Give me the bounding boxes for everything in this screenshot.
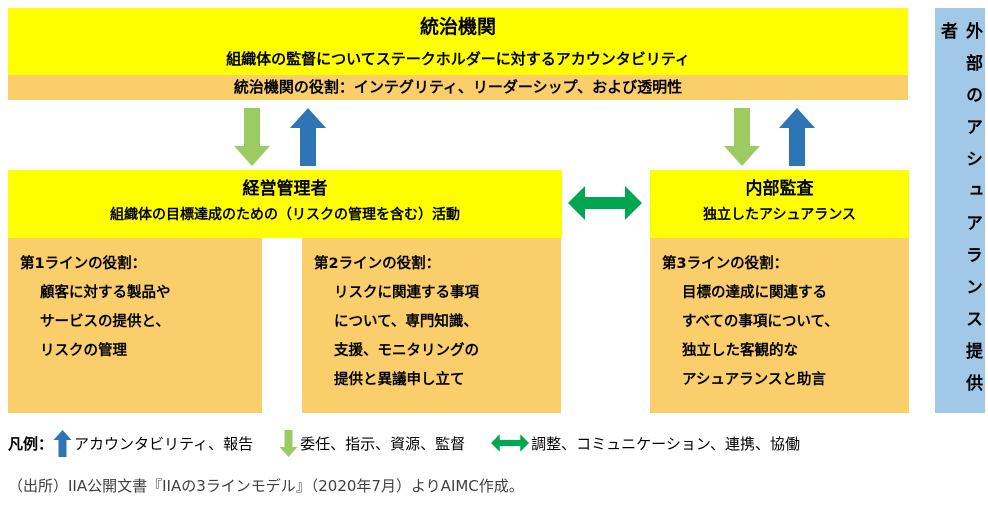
double-arrow-icon [491, 434, 530, 452]
management-box: 経営管理者 組織体の目標達成のための（リスクの管理を含む）活動 [8, 170, 562, 238]
second-line-text: 提供と異議申し立て [334, 372, 465, 388]
legend-item-text: 委任、指示、資源、監督 [300, 434, 466, 453]
up-arrow-icon [779, 108, 815, 166]
legend-label: 凡例： [8, 434, 54, 453]
external-assurance-strip: 外部のアシュアランス提供者 [935, 8, 985, 413]
legend-item-delegation: 委任、指示、資源、監督 [279, 429, 466, 457]
first-line-title: 第1ラインの役割： [20, 256, 147, 272]
legend-item-text: アカウンタビリティ、報告 [74, 434, 254, 453]
third-line-text: アシュアランスと助言 [682, 372, 826, 388]
first-line-text: 顧客に対する製品や [40, 285, 171, 301]
double-arrow-icon [568, 186, 642, 220]
third-line-text: 目標の達成に関連する [682, 285, 827, 301]
legend-item-text: 調整、コミュニケーション、連携、協働 [531, 434, 800, 453]
second-line-box: 第2ラインの役割： リスクに関連する事項 について、専門知識、 支援、モニタリン… [302, 238, 561, 413]
first-line-text: リスクの管理 [40, 343, 127, 359]
governing-body-role-bar: 統治機関の役割：インテグリティ、リーダーシップ、および透明性 [8, 75, 908, 100]
source-note: （出所）IIA公開文書『IIAの3ラインモデル』（2020年7月）よりAIMC作… [8, 477, 524, 495]
down-arrow-icon [279, 429, 298, 457]
legend-item-coordination: 調整、コミュニケーション、連携、協働 [491, 432, 800, 454]
governing-body-subtitle: 組織体の監督についてステークホルダーに対するアカウンタビリティ [226, 50, 690, 68]
second-line-text: リスクに関連する事項 [334, 285, 479, 301]
third-line-text: 独立した客観的な [682, 343, 798, 359]
second-line-title: 第2ラインの役割： [314, 256, 441, 272]
governing-body-box: 統治機関 組織体の監督についてステークホルダーに対するアカウンタビリティ 統治機… [8, 8, 908, 100]
management-subtitle: 組織体の目標達成のための（リスクの管理を含む）活動 [110, 207, 460, 223]
management-title: 経営管理者 [242, 179, 328, 199]
governing-body-title: 統治機関 [419, 16, 496, 38]
internal-audit-subtitle: 独立したアシュアランス [703, 207, 856, 223]
internal-audit-title: 内部監査 [745, 179, 814, 199]
first-line-text: サービスの提供と、 [40, 314, 170, 330]
third-line-text: すべての事項について、 [682, 314, 839, 330]
first-line-box: 第1ラインの役割： 顧客に対する製品や サービスの提供と、 リスクの管理 [8, 238, 262, 413]
up-arrow-icon [53, 429, 72, 457]
second-line-text: 支援、モニタリングの [334, 343, 479, 359]
second-line-text: について、専門知識、 [334, 314, 478, 330]
down-arrow-icon [234, 108, 270, 166]
third-line-box: 第3ラインの役割： 目標の達成に関連する すべての事項について、 独立した客観的… [650, 238, 909, 413]
external-assurance-label: 外部のアシュアランス提供者 [937, 22, 982, 406]
down-arrow-icon [724, 108, 760, 166]
internal-audit-box: 内部監査 独立したアシュアランス [650, 170, 909, 238]
legend: 凡例： アカウンタビリティ、報告 委任、指示、資源、監督 調整、コミュニケーショ… [8, 428, 800, 458]
legend-item-accountability: アカウンタビリティ、報告 [53, 429, 254, 457]
third-line-title: 第3ラインの役割： [662, 256, 789, 272]
up-arrow-icon [290, 108, 326, 166]
